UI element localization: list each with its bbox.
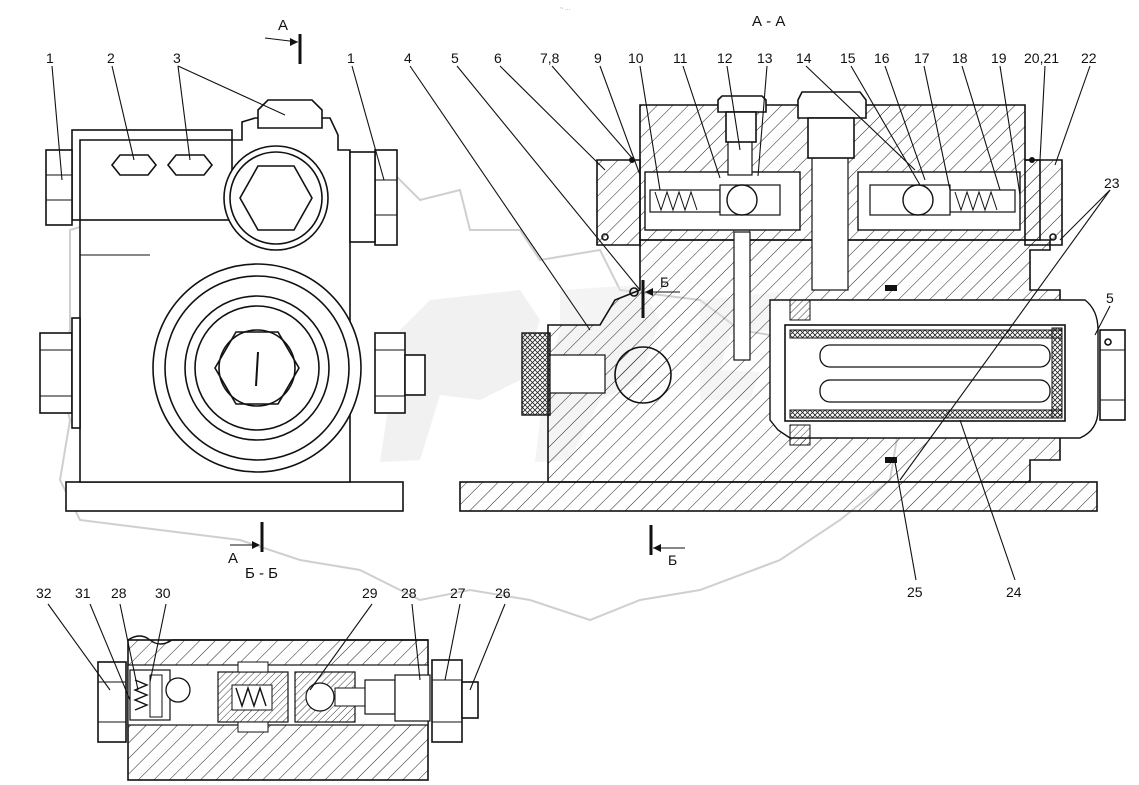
callout: 31 — [75, 585, 91, 601]
callout: 6 — [494, 50, 502, 66]
section-b-b — [97, 635, 479, 781]
section-marker-b-mid: Б — [660, 274, 669, 290]
top-cap — [257, 99, 323, 129]
section-marker-a-top: А — [278, 17, 288, 34]
callout: 15 — [840, 50, 856, 66]
front-view: А А — [39, 17, 426, 567]
callout: 22 — [1081, 50, 1097, 66]
callout: 29 — [362, 585, 378, 601]
leader-lines-aa — [409, 65, 1111, 581]
callout: 2 — [107, 50, 115, 66]
leader-lines-left — [51, 65, 385, 181]
screw-14 — [797, 91, 867, 119]
callout: 11 — [673, 50, 688, 66]
callout: 32 — [36, 585, 52, 601]
callout: 25 — [907, 584, 923, 600]
hex-plug-2 — [110, 154, 158, 176]
callout: 19 — [991, 50, 1007, 66]
callout: 18 — [952, 50, 968, 66]
aa-base-plate — [459, 481, 1098, 512]
callout: 12 — [717, 50, 733, 66]
valve-ball-left — [726, 184, 758, 216]
hex-plug-3 — [166, 154, 214, 176]
bb-left-nut — [97, 661, 127, 743]
callout: 16 — [874, 50, 890, 66]
callout: 28 — [401, 585, 417, 601]
screw-12 — [717, 95, 767, 113]
side-fitting-left — [45, 149, 73, 226]
callout: 24 — [1006, 584, 1022, 600]
side-nut-left — [39, 332, 73, 414]
callout: 9 — [594, 50, 602, 66]
bb-right-nut — [431, 659, 463, 743]
callout: 20,21 — [1024, 50, 1059, 66]
callout: 7,8 — [540, 50, 560, 66]
callout: 4 — [404, 50, 412, 66]
base-plate — [65, 481, 404, 512]
section-a-a: Б Б — [459, 91, 1126, 568]
callout: 13 — [757, 50, 773, 66]
callout: 23 — [1104, 175, 1120, 191]
callout: 27 — [450, 585, 466, 601]
section-marker-b-bottom: Б — [668, 552, 677, 568]
callout: 5 — [451, 50, 459, 66]
callout: 28 — [111, 585, 127, 601]
callout-labels: 1 2 3 1 4 5 6 7,8 9 10 11 12 13 14 15 16… — [36, 50, 1120, 601]
callout: 26 — [495, 585, 511, 601]
callout: 1 — [347, 50, 355, 66]
callout: 30 — [155, 585, 171, 601]
svg-text:~ ...: ~ ... — [560, 6, 571, 12]
leader-lines-bb — [47, 603, 506, 701]
callout: 1 — [46, 50, 54, 66]
section-title-bb: Б - Б — [245, 565, 278, 582]
side-fitting-right — [374, 149, 398, 246]
end-cap-left — [596, 159, 641, 246]
callout: 17 — [914, 50, 930, 66]
filter-element — [784, 324, 1066, 422]
aa-right-nut — [1099, 329, 1126, 421]
side-nut-right — [374, 332, 406, 414]
section-title-aa: А - А — [752, 13, 785, 30]
callout: 10 — [628, 50, 644, 66]
section-marker-a-bottom: А — [228, 550, 238, 567]
cross-bore — [614, 346, 672, 404]
callout: 14 — [796, 50, 812, 66]
aa-left-plug — [521, 332, 551, 416]
end-cap-right — [1024, 159, 1063, 246]
callout: 5 — [1106, 290, 1114, 306]
valve-ball-right — [902, 184, 934, 216]
callout: 3 — [173, 50, 181, 66]
